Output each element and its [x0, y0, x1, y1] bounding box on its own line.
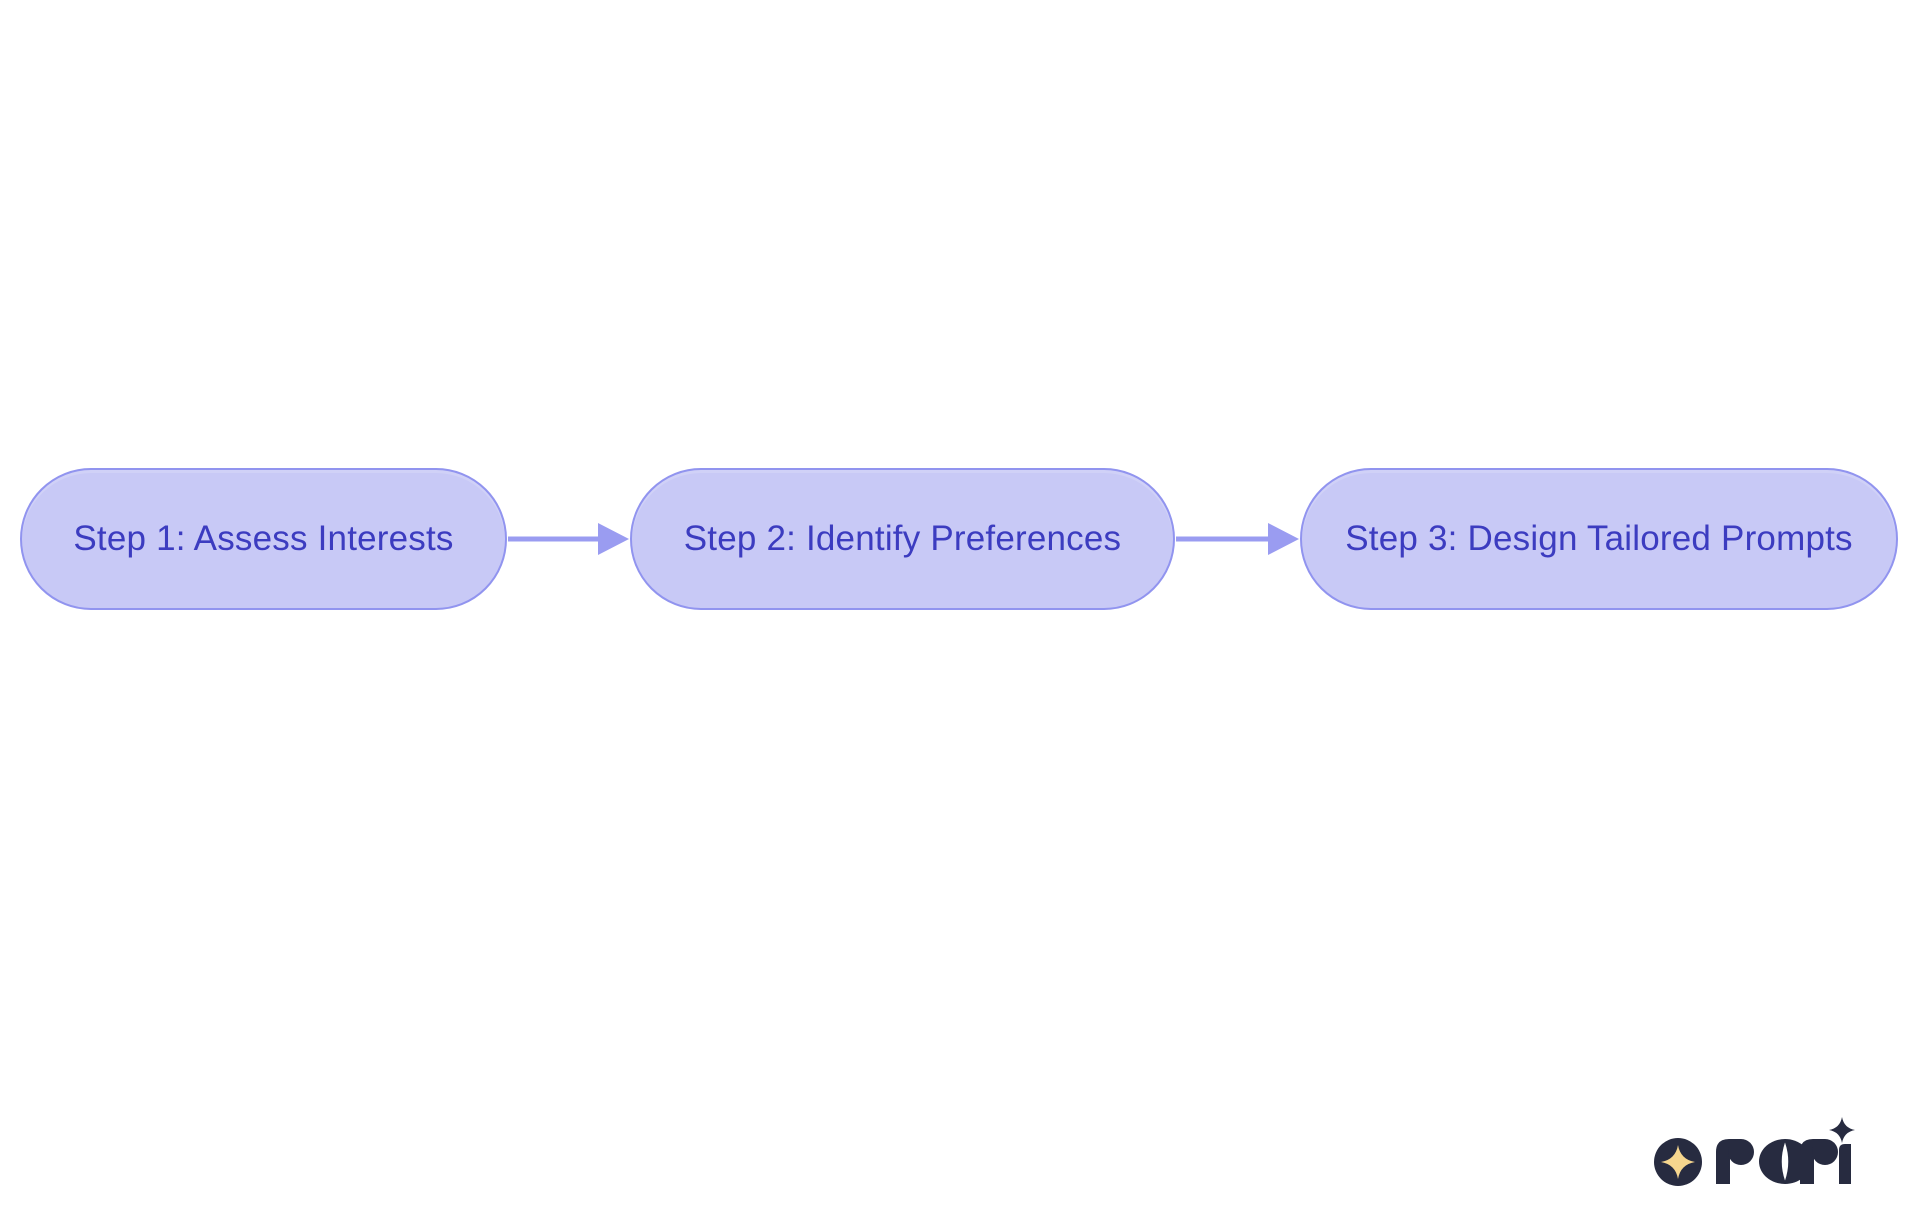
rori-logo-image	[1654, 1117, 1855, 1186]
flow-step-3-label: Step 3: Design Tailored Prompts	[1345, 518, 1853, 558]
rori-logo	[1652, 1116, 1874, 1188]
flow-connector-1	[507, 468, 630, 610]
flow-step-2: Step 2: Identify Preferences	[630, 468, 1175, 610]
arrow-right-icon	[1176, 523, 1299, 555]
flow-connector-2	[1175, 468, 1300, 610]
rori-logo-mark-icon	[1654, 1138, 1702, 1186]
flow-step-1-label: Step 1: Assess Interests	[73, 518, 454, 558]
flow-step-3: Step 3: Design Tailored Prompts	[1300, 468, 1898, 610]
star-icon	[1661, 1145, 1695, 1179]
sparkle-icon	[1829, 1117, 1855, 1143]
arrow-right-icon	[508, 523, 629, 555]
flow-step-1: Step 1: Assess Interests	[20, 468, 507, 610]
flowchart-row: Step 1: Assess Interests Step 2: Identif…	[20, 468, 1898, 610]
flow-step-2-label: Step 2: Identify Preferences	[683, 518, 1122, 558]
rori-logo-wordmark	[1716, 1117, 1855, 1184]
